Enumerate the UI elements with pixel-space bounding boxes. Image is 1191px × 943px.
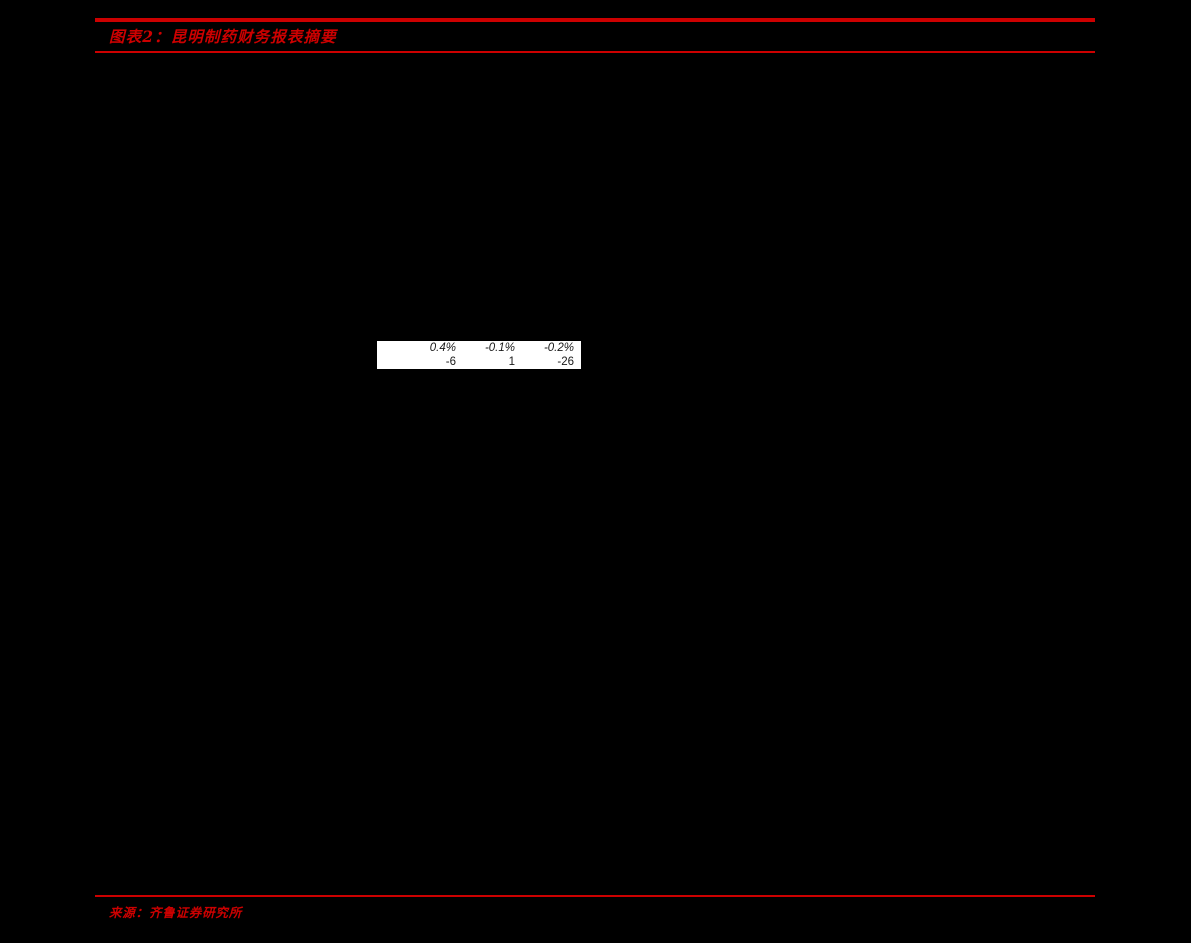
exhibit-header: 图表2：昆明制药财务报表摘要 (95, 18, 1095, 53)
table-row: -6 1 -26 (377, 355, 581, 369)
exhibit-body: 0.4% -0.1% -0.2% -6 1 -26 (95, 68, 1095, 888)
table-cell-value: 1 (508, 356, 515, 368)
financial-table-fragment: 0.4% -0.1% -0.2% -6 1 -26 (377, 341, 581, 369)
header-rule-bottom (95, 51, 1095, 53)
table-row: 0.4% -0.1% -0.2% (377, 341, 581, 355)
table-cell-value: -0.1% (484, 342, 515, 354)
source-label: 来源：齐鲁证券研究所 (109, 905, 243, 920)
table-cell-value: -6 (445, 356, 456, 368)
exhibit-title-row: 图表2：昆明制药财务报表摘要 (95, 22, 1095, 51)
header-rule-top (95, 18, 1095, 22)
table-cell-value: 0.4% (429, 342, 456, 354)
exhibit-title: 图表2：昆明制药财务报表摘要 (109, 26, 337, 46)
table-cell-value: -26 (557, 356, 574, 368)
exhibit-footer: 来源：齐鲁证券研究所 (95, 895, 1095, 922)
source-row: 来源：齐鲁证券研究所 (95, 897, 1095, 922)
row-label-cell (377, 355, 404, 369)
table-cell-value: -0.2% (543, 342, 574, 354)
row-label-cell (377, 341, 404, 355)
footer-rule (95, 895, 1095, 897)
